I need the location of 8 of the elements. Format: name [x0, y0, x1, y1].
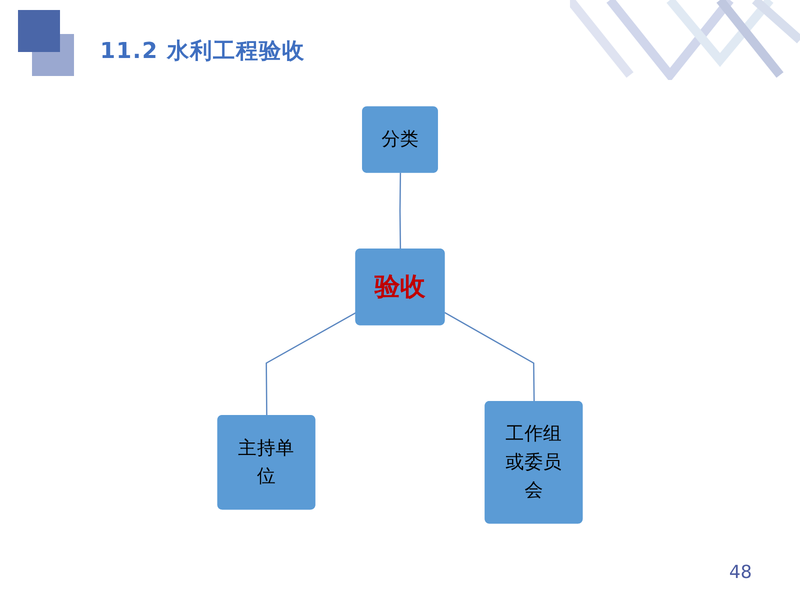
slide-title: 11.2 水利工程验收 — [100, 38, 305, 66]
connector-line — [399, 172, 402, 250]
rounded-box: 工作组或委员会 — [484, 401, 583, 524]
connector-line — [444, 312, 535, 402]
connector-line — [266, 312, 356, 416]
rounded-box: 主持单位 — [217, 415, 316, 510]
rounded-box: 分类 — [362, 106, 438, 173]
page-number: 48 — [729, 562, 752, 583]
